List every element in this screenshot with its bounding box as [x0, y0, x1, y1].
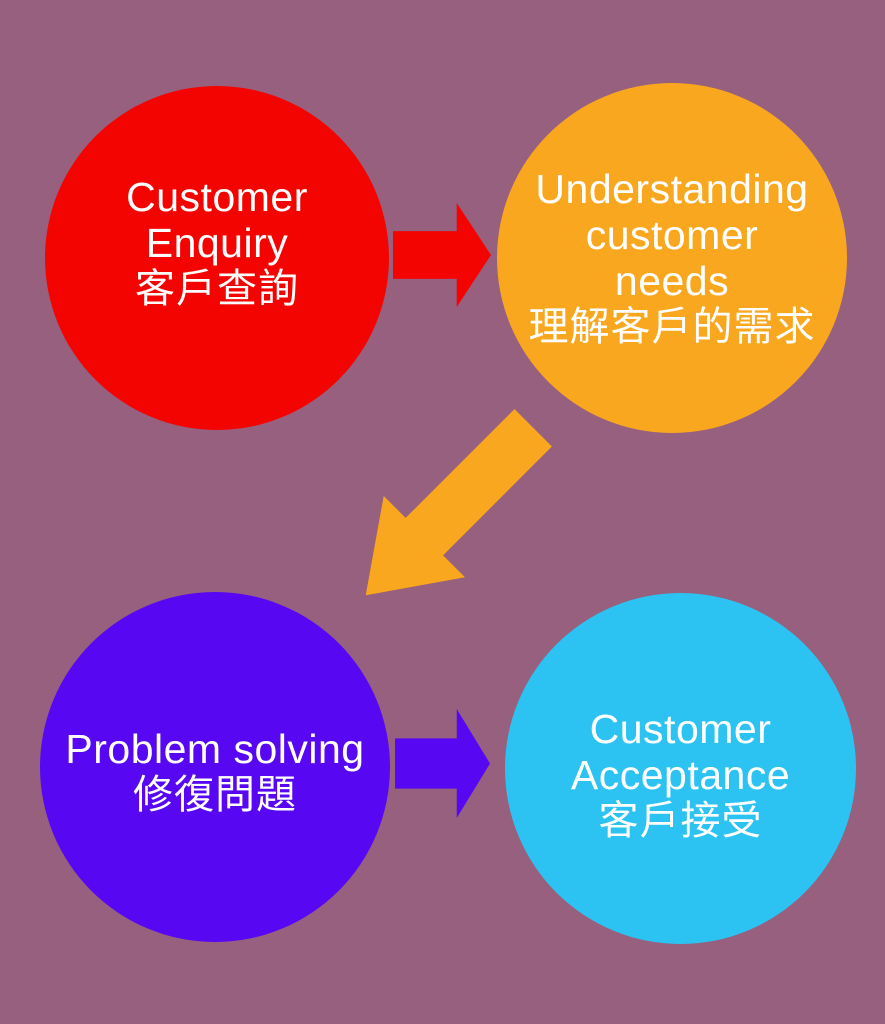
arrow-right-enquiry-to-understanding: [393, 203, 491, 307]
node-label-line: Customer: [589, 705, 772, 752]
node-label-line: customer: [585, 212, 759, 258]
node-label-line: Enquiry: [145, 220, 289, 266]
arrow-down-left-understanding-to-problem-solving: [325, 387, 574, 636]
node-customer-enquiry: Customer Enquiry 客戶查詢: [45, 86, 389, 430]
node-problem-solving: Problem solving 修復問題: [40, 592, 390, 942]
node-label-line: Problem solving: [65, 726, 365, 772]
node-customer-acceptance: Customer Acceptance 客戶接受: [505, 593, 856, 944]
node-problem-solving-label: Problem solving 修復問題: [65, 726, 364, 818]
node-label-line-chinese: 客戶查詢: [135, 267, 299, 311]
node-label-line: Customer: [126, 174, 308, 220]
node-label-line: needs: [614, 258, 730, 304]
node-label-line-chinese: 理解客戶的需求: [528, 305, 816, 349]
node-label-line: Understanding: [535, 166, 809, 212]
arrow-right-problem-solving-to-acceptance: [395, 709, 490, 818]
node-understanding-customer-needs-label: Understanding customer needs 理解客戶的需求: [529, 166, 816, 350]
node-label-line-chinese: 客戶接受: [598, 798, 763, 843]
node-label-line: Acceptance: [570, 751, 791, 798]
node-label-line-chinese: 修復問題: [133, 773, 297, 817]
node-customer-acceptance-label: Customer Acceptance 客戶接受: [571, 706, 790, 844]
node-understanding-customer-needs: Understanding customer needs 理解客戶的需求: [497, 83, 847, 433]
node-customer-enquiry-label: Customer Enquiry 客戶查詢: [126, 174, 308, 312]
